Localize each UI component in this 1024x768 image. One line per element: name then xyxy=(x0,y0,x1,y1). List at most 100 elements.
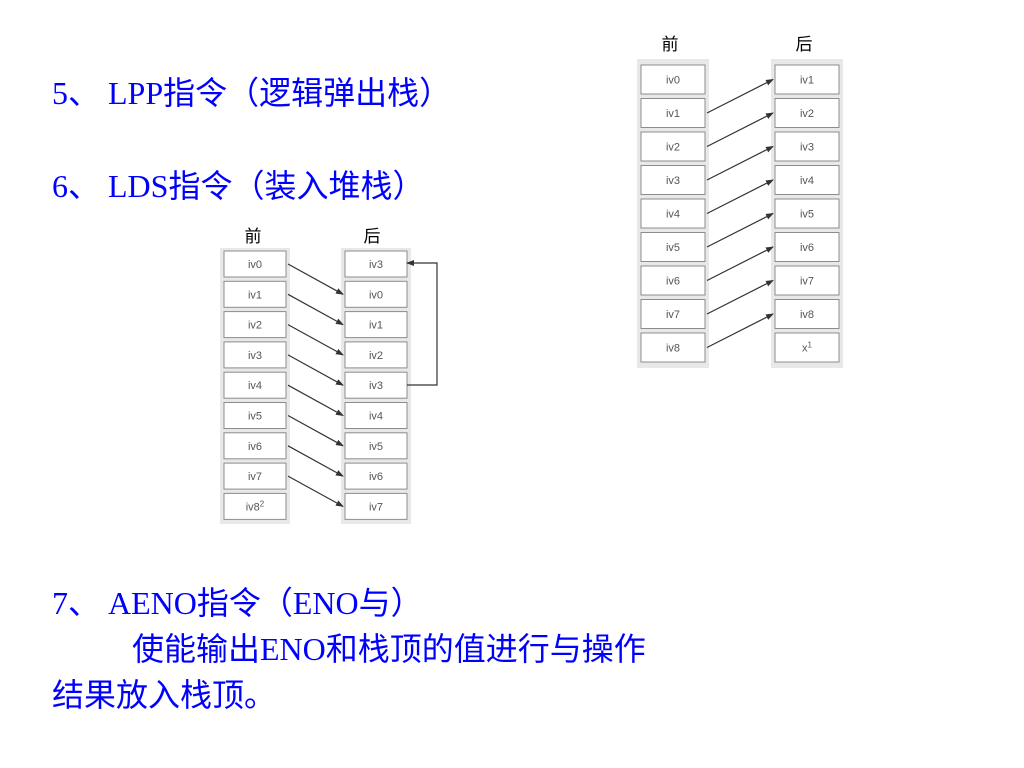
lpp-after-cell xyxy=(774,232,840,262)
lpp-before-cell xyxy=(640,64,706,95)
lds-after-cell xyxy=(344,341,408,369)
lds-before-cell xyxy=(223,432,287,460)
lpp-after-cell xyxy=(774,198,840,229)
lpp-arrow xyxy=(706,313,774,349)
lpp-before-cell xyxy=(640,165,706,195)
aeno-description-line1: 使能输出ENO和栈顶的值进行与操作 xyxy=(132,631,646,667)
lds-after-label: 后 xyxy=(364,227,381,247)
lpp-after-cell-label: iv2 xyxy=(800,108,814,120)
lds-arrow xyxy=(287,475,344,507)
lds-after-cell xyxy=(344,280,408,308)
lpp-after-cell xyxy=(774,98,840,128)
lpp-arrows xyxy=(706,78,774,349)
lpp-before-cell xyxy=(640,131,706,162)
lds-arrow xyxy=(287,263,344,295)
lpp-after-cell-label: iv7 xyxy=(800,276,814,288)
lds-after-cell xyxy=(344,462,408,490)
lds-after-cell-label: iv1 xyxy=(369,320,383,332)
lpp-arrow xyxy=(706,279,774,315)
lpp-arrow xyxy=(706,112,774,148)
lds-after-cell xyxy=(344,402,408,429)
lds-before-cell xyxy=(223,280,287,308)
lpp-before-cell-label: iv8 xyxy=(666,343,680,355)
lpp-heading: 5、 LPP指令（逻辑弹出栈） xyxy=(52,75,452,111)
lds-arrows xyxy=(287,263,344,507)
lds-heading: 6、 LDS指令（装入堆栈） xyxy=(52,168,425,204)
lpp-after-cell-label: iv1 xyxy=(800,75,814,87)
lpp-before-cell-label: iv0 xyxy=(666,75,680,87)
lpp-before-cell-label: iv5 xyxy=(666,242,680,254)
lpp-after-cell-label: iv3 xyxy=(800,142,814,154)
lds-after-cell-label: iv3 xyxy=(369,259,383,271)
lds-before-cell-label: iv4 xyxy=(248,380,262,392)
lpp-after-cell xyxy=(774,332,840,363)
lpp-after-stack: iv1 iv2 iv3 iv4 iv5 iv6 iv7 iv8 x1 xyxy=(774,64,840,363)
lpp-before-cell-label: iv3 xyxy=(666,175,680,187)
lpp-after-cell xyxy=(774,265,840,296)
lpp-arrow xyxy=(706,78,774,114)
lpp-arrow xyxy=(706,145,774,181)
aeno-description-line2: 结果放入栈顶。 xyxy=(52,677,277,713)
lds-after-cell-label: iv7 xyxy=(369,501,383,513)
lds-after-cell xyxy=(344,492,408,520)
lds-before-cell xyxy=(223,250,287,278)
lds-before-cell xyxy=(223,311,287,339)
lds-after-cell xyxy=(344,432,408,460)
lpp-before-label: 前 xyxy=(662,35,679,55)
lds-after-stack: iv3 iv0 iv1 iv2 iv3 iv4 iv5 iv6 iv7 xyxy=(344,250,408,520)
lds-arrow xyxy=(287,414,344,447)
lpp-after-cell xyxy=(774,131,840,162)
lpp-after-cell-superscript: 1 xyxy=(808,341,813,350)
lds-before-cell-label: iv6 xyxy=(248,441,262,453)
lds-before-cell xyxy=(223,371,287,399)
lpp-after-label: 后 xyxy=(796,35,813,55)
lds-before-cell xyxy=(223,341,287,369)
lds-before-cell-label: iv2 xyxy=(248,320,262,332)
lds-before-cell xyxy=(223,402,287,429)
lpp-before-cell xyxy=(640,232,706,262)
lds-arrow xyxy=(287,384,344,417)
lds-arrow xyxy=(287,354,344,386)
lds-after-cell-label: iv6 xyxy=(369,471,383,483)
lds-before-cell-label: iv3 xyxy=(248,350,262,362)
lpp-after-cell-label: iv8 xyxy=(800,309,814,321)
lds-before-cell-label: iv1 xyxy=(248,289,262,301)
lds-before-cell-label: iv5 xyxy=(248,411,262,423)
lpp-before-cell xyxy=(640,299,706,329)
lpp-after-cell-label: x1 xyxy=(802,341,813,355)
lpp-before-cell-label: iv1 xyxy=(666,108,680,120)
lpp-before-cell-label: iv7 xyxy=(666,309,680,321)
lpp-after-cell xyxy=(774,165,840,195)
lds-arrow xyxy=(287,324,344,356)
lds-after-cell-label: iv2 xyxy=(369,350,383,362)
lpp-after-cell-label: iv5 xyxy=(800,209,814,221)
lds-arrow xyxy=(287,445,344,477)
lds-after-cell-label: iv5 xyxy=(369,441,383,453)
lds-after-cell xyxy=(344,371,408,399)
lpp-before-cell-label: iv4 xyxy=(666,209,680,221)
lds-arrow xyxy=(287,293,344,326)
lpp-arrow xyxy=(706,246,774,282)
lpp-arrow xyxy=(706,212,774,248)
lds-after-cell-label: iv0 xyxy=(369,289,383,301)
lpp-before-cell xyxy=(640,332,706,363)
lpp-arrow xyxy=(706,179,774,215)
lpp-after-cell-label: iv6 xyxy=(800,242,814,254)
lds-after-cell-label: iv4 xyxy=(369,411,383,423)
lds-before-label: 前 xyxy=(245,227,262,247)
lpp-after-cell xyxy=(774,64,840,95)
lpp-before-cell xyxy=(640,198,706,229)
lpp-before-cell xyxy=(640,98,706,128)
lds-after-cell-label: iv3 xyxy=(369,380,383,392)
lpp-after-cell-label: iv4 xyxy=(800,175,814,187)
lds-after-cell xyxy=(344,250,408,278)
lpp-before-cell-label: iv2 xyxy=(666,142,680,154)
lds-before-cell-label: iv7 xyxy=(248,471,262,483)
lds-copy-arrow xyxy=(406,260,438,386)
lds-before-cell-label: iv0 xyxy=(248,259,262,271)
